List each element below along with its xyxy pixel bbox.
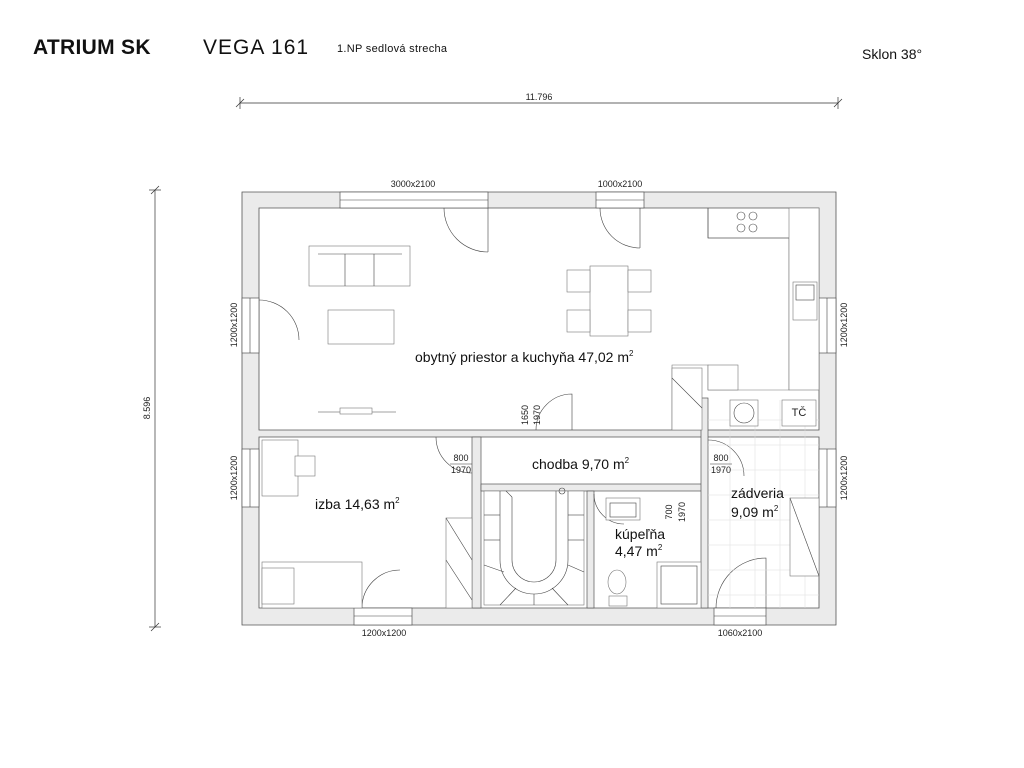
dimension-depth: 8.596 [142,185,161,632]
window-label-top-left: 3000x2100 [391,179,436,189]
door-label-kupelna-height: 1970 [677,502,687,522]
opening-labels: 3000x2100 1000x2100 1200x1200 1200x1200 … [229,179,849,638]
room-label-kupelna-name: kúpeľňa [615,526,665,542]
heat-pump-label: TČ [792,406,807,419]
door-label-living-width: 1650 [520,405,530,425]
roof-slope-label: Sklon 38° [862,46,923,62]
staircase [483,487,585,606]
door-label-zadveria-height: 1970 [711,465,731,475]
window-label-left-upper: 1200x1200 [229,303,239,348]
brand-title: ATRIUM SK [33,36,151,59]
overall-depth-label: 8.596 [142,397,152,420]
room-label-living: obytný priestor a kuchyňa 47,02 m2 [415,349,634,365]
openings [241,191,837,626]
overall-width-label: 11.796 [526,92,553,102]
window-label-right-lower: 1200x1200 [839,456,849,501]
room-label-zadveria-name: zádveria [731,485,784,501]
room-label-chodba: chodba 9,70 m2 [532,456,630,472]
kitchen-counter [671,207,820,431]
dimension-width: 11.796 [235,92,843,109]
door-label-bottom-right: 1060x2100 [718,628,763,638]
bathroom-fixtures [605,497,702,609]
model-title: VEGA 161 [203,36,310,59]
entry-tiles [708,399,820,608]
door-label-kupelna-width: 700 [664,504,674,519]
room-label-izba: izba 14,63 m2 [315,496,400,512]
floor-label: 1.NP sedlová strecha [337,43,448,55]
door-label-living-height: 1970 [532,405,542,425]
door-label-zadveria-width: 800 [713,453,728,463]
door-label-izba-width: 800 [453,453,468,463]
window-label-right-upper: 1200x1200 [839,303,849,348]
window-label-left-lower: 1200x1200 [229,456,239,501]
window-label-top-right: 1000x2100 [598,179,643,189]
window-label-bottom-left: 1200x1200 [362,628,407,638]
room-label-zadveria-area: 9,09 m2 [731,504,779,520]
door-label-izba-height: 1970 [451,465,471,475]
bedroom-furniture [261,439,473,609]
room-label-kupelna-area: 4,47 m2 [615,543,663,559]
living-furniture [308,245,652,415]
